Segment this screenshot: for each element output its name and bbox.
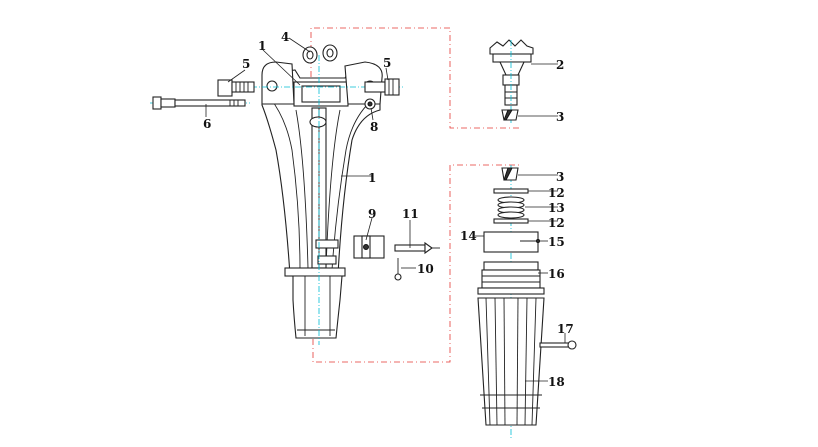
- callout-18: 18: [548, 375, 565, 389]
- callout-12-upper: 12: [548, 186, 565, 200]
- hex-bolt-left: [217, 79, 255, 97]
- small-screw: [394, 258, 402, 281]
- callout-4: 4: [281, 30, 289, 44]
- washer-12-lower: [493, 218, 529, 224]
- top-fitting: [489, 39, 534, 106]
- washer-pair: [302, 44, 338, 64]
- rod-17: [539, 340, 577, 350]
- callout-16: 16: [548, 267, 565, 281]
- small-nut: [364, 98, 376, 110]
- callout-13: 13: [548, 201, 565, 215]
- callout-5-right: 5: [383, 56, 391, 70]
- handle-body: [261, 61, 383, 339]
- hex-bolt-right: [364, 78, 400, 96]
- callout-12-lower: 12: [548, 216, 565, 230]
- valve-seat-lower: [501, 167, 519, 181]
- long-bolt: [152, 96, 246, 110]
- leader-lines: [205, 37, 566, 382]
- callout-8: 8: [370, 120, 378, 134]
- callout-5-left: 5: [242, 57, 250, 71]
- callout-15: 15: [548, 235, 565, 249]
- spring: [497, 196, 525, 219]
- pin-15: [520, 239, 540, 243]
- callout-11: 11: [402, 207, 419, 221]
- washer-12-upper: [493, 188, 529, 194]
- block-part: [353, 235, 385, 259]
- callout-1-lower: 1: [368, 171, 376, 185]
- callout-17: 17: [557, 322, 574, 336]
- callout-2: 2: [556, 58, 564, 72]
- callout-9: 9: [368, 207, 376, 221]
- pin-part: [394, 241, 440, 255]
- callout-10: 10: [417, 262, 434, 276]
- callout-6: 6: [203, 117, 211, 131]
- callout-1-upper: 1: [258, 39, 266, 53]
- valve-seat-upper: [501, 109, 519, 121]
- callout-3-lower: 3: [556, 170, 564, 184]
- collar-16: [477, 261, 545, 295]
- cap-14: [483, 231, 539, 253]
- callout-labels: 1 1 2 3 3 4 5 5 6 8 9 10 11 12 12 13 14 …: [203, 30, 574, 389]
- ribbed-sleeve: [477, 297, 545, 426]
- callout-3-upper: 3: [556, 110, 564, 124]
- callout-14: 14: [460, 229, 477, 243]
